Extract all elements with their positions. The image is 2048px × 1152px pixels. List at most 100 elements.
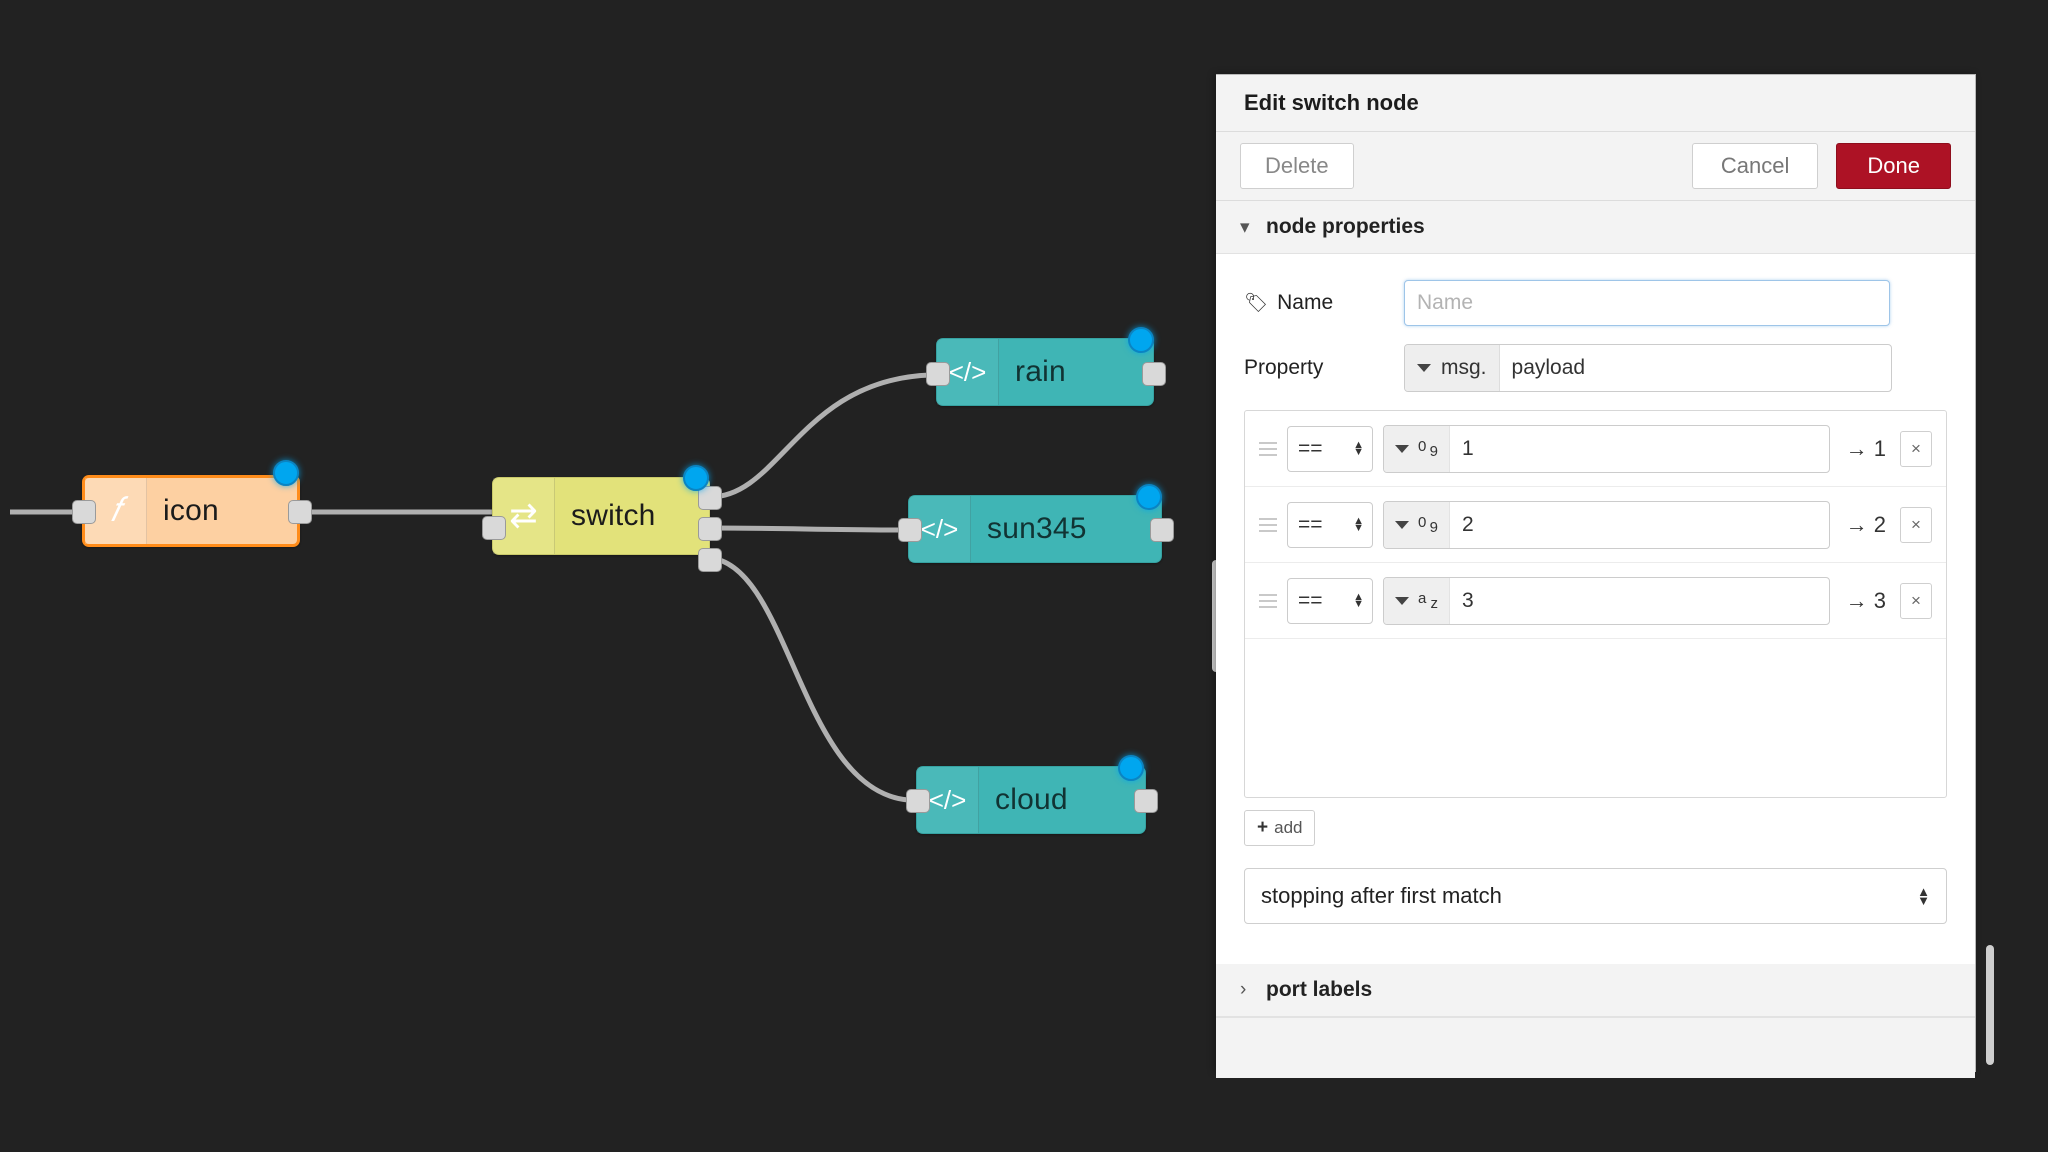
status-dot-cloud — [1118, 755, 1144, 781]
code-brackets-icon: </> — [909, 496, 971, 562]
tag-icon: 🏷 — [1244, 293, 1269, 314]
status-dot-switch — [683, 465, 709, 491]
add-rule-label: add — [1274, 818, 1303, 837]
spinner-icon: ▲▼ — [1353, 514, 1364, 534]
panel-footer — [1216, 1017, 1975, 1078]
rule-type-dropdown[interactable]: a z — [1384, 577, 1450, 624]
canvas-node-rain-label: rain — [1015, 355, 1066, 388]
spinner-icon: ▲▼ — [1353, 590, 1364, 610]
rule-value-combo[interactable]: 0 9 2 — [1383, 500, 1830, 549]
rule-operator-select[interactable]: == ▲▼ — [1287, 501, 1373, 548]
chevron-down-icon — [1395, 596, 1409, 605]
port-out-switch-2[interactable] — [698, 517, 722, 541]
property-row: Property msg. payload — [1244, 344, 1947, 392]
rule-operator-select[interactable]: == ▲▼ — [1287, 577, 1373, 624]
rule-value-input[interactable]: 2 — [1462, 512, 1474, 536]
property-combo[interactable]: msg. payload — [1404, 344, 1892, 392]
name-input[interactable] — [1404, 280, 1890, 326]
port-out-icon[interactable] — [288, 500, 312, 524]
port-in-rain[interactable] — [926, 362, 950, 386]
match-mode-select[interactable]: stopping after first match ▲▼ — [1244, 868, 1947, 924]
canvas-node-switch[interactable]: ⇄ switch — [492, 477, 710, 555]
property-type-dropdown[interactable]: msg. — [1405, 345, 1500, 391]
drag-handle-icon[interactable] — [1255, 517, 1281, 532]
delete-button[interactable]: Delete — [1240, 143, 1354, 189]
done-button[interactable]: Done — [1836, 143, 1951, 189]
name-label-group: 🏷 Name — [1244, 291, 1404, 315]
chevron-down-icon — [1395, 520, 1409, 529]
chevron-down-icon — [1417, 364, 1431, 372]
rule-operator-value: == — [1298, 512, 1323, 536]
panel-body: 🏷 Name Property msg. payload — [1216, 254, 1975, 964]
port-in-switch[interactable] — [482, 516, 506, 540]
rule-value-combo[interactable]: 0 9 1 — [1383, 424, 1830, 473]
plus-icon: + — [1257, 817, 1269, 838]
string-type-icon: a z — [1418, 589, 1438, 612]
rule-output-label: → 2 — [1845, 511, 1886, 537]
port-out-switch-3[interactable] — [698, 548, 722, 572]
status-dot-rain — [1128, 327, 1154, 353]
spinner-icon: ▲▼ — [1917, 884, 1930, 908]
chevron-down-icon — [1395, 444, 1409, 453]
rule-value-combo[interactable]: a z 3 — [1383, 576, 1830, 625]
rule-operator-select[interactable]: == ▲▼ — [1287, 425, 1373, 472]
rule-type-dropdown[interactable]: 0 9 — [1384, 425, 1450, 472]
canvas-node-icon[interactable]: 𝑓 icon — [82, 475, 300, 547]
rule-remove-button[interactable]: × — [1900, 506, 1932, 543]
canvas-node-sun345[interactable]: </> sun345 — [908, 495, 1162, 563]
port-out-rain[interactable] — [1142, 362, 1166, 386]
canvas-node-cloud-label: cloud — [995, 783, 1068, 816]
section-port-labels[interactable]: › port labels — [1216, 964, 1975, 1017]
rule-type-dropdown[interactable]: 0 9 — [1384, 501, 1450, 548]
canvas-node-cloud[interactable]: </> cloud — [916, 766, 1146, 834]
match-mode-value: stopping after first match — [1261, 883, 1502, 908]
rule-output-label: → 1 — [1845, 435, 1886, 461]
rule-row[interactable]: == ▲▼ 0 9 1 → 1 × — [1245, 411, 1946, 487]
chevron-down-icon: ▾ — [1240, 216, 1250, 238]
port-out-cloud[interactable] — [1134, 789, 1158, 813]
rule-remove-button[interactable]: × — [1900, 430, 1932, 467]
port-out-sun345[interactable] — [1150, 518, 1174, 542]
status-dot-icon — [273, 460, 299, 486]
cancel-button[interactable]: Cancel — [1691, 143, 1819, 189]
wire-switch-to-cloud — [709, 555, 909, 803]
property-label: Property — [1244, 356, 1324, 379]
rule-operator-value: == — [1298, 436, 1323, 460]
drag-handle-icon[interactable] — [1255, 593, 1281, 608]
rule-output-label: → 3 — [1845, 587, 1886, 613]
port-in-sun345[interactable] — [898, 518, 922, 542]
number-type-icon: 0 9 — [1418, 513, 1438, 536]
add-rule-button[interactable]: + add — [1244, 810, 1316, 846]
section-port-labels-label: port labels — [1266, 978, 1373, 1001]
canvas-node-rain[interactable]: </> rain — [936, 338, 1154, 406]
rule-operator-value: == — [1298, 588, 1323, 612]
number-type-icon: 0 9 — [1418, 437, 1438, 460]
canvas-node-sun345-label: sun345 — [987, 512, 1087, 545]
port-out-switch-1[interactable] — [698, 486, 722, 510]
port-in-icon[interactable] — [72, 500, 96, 524]
panel-title: Edit switch node — [1216, 75, 1975, 132]
rule-value-input[interactable]: 1 — [1462, 436, 1474, 460]
status-dot-sun345 — [1136, 484, 1162, 510]
canvas-node-icon-label: icon — [163, 494, 219, 527]
rule-row[interactable]: == ▲▼ 0 9 2 → 2 × — [1245, 487, 1946, 563]
edit-node-panel: Edit switch node Delete Cancel Done ▾ no… — [1216, 74, 1976, 1078]
panel-scrollbar[interactable] — [1986, 945, 1994, 1065]
property-value[interactable]: payload — [1511, 356, 1586, 379]
rule-remove-button[interactable]: × — [1900, 582, 1932, 619]
wire-switch-to-sun — [709, 525, 903, 533]
chevron-right-icon: › — [1240, 979, 1247, 1000]
port-in-cloud[interactable] — [906, 789, 930, 813]
section-node-properties-label: node properties — [1266, 215, 1425, 238]
panel-action-bar: Delete Cancel Done — [1216, 132, 1975, 201]
rule-row[interactable]: == ▲▼ a z 3 → 3 × — [1245, 563, 1946, 639]
section-node-properties[interactable]: ▾ node properties — [1216, 201, 1975, 254]
canvas-node-switch-label: switch — [571, 499, 656, 532]
name-row: 🏷 Name — [1244, 280, 1947, 326]
drag-handle-icon[interactable] — [1255, 441, 1281, 456]
property-prefix: msg. — [1441, 356, 1487, 379]
rule-value-input[interactable]: 3 — [1462, 588, 1474, 612]
spinner-icon: ▲▼ — [1353, 438, 1364, 458]
